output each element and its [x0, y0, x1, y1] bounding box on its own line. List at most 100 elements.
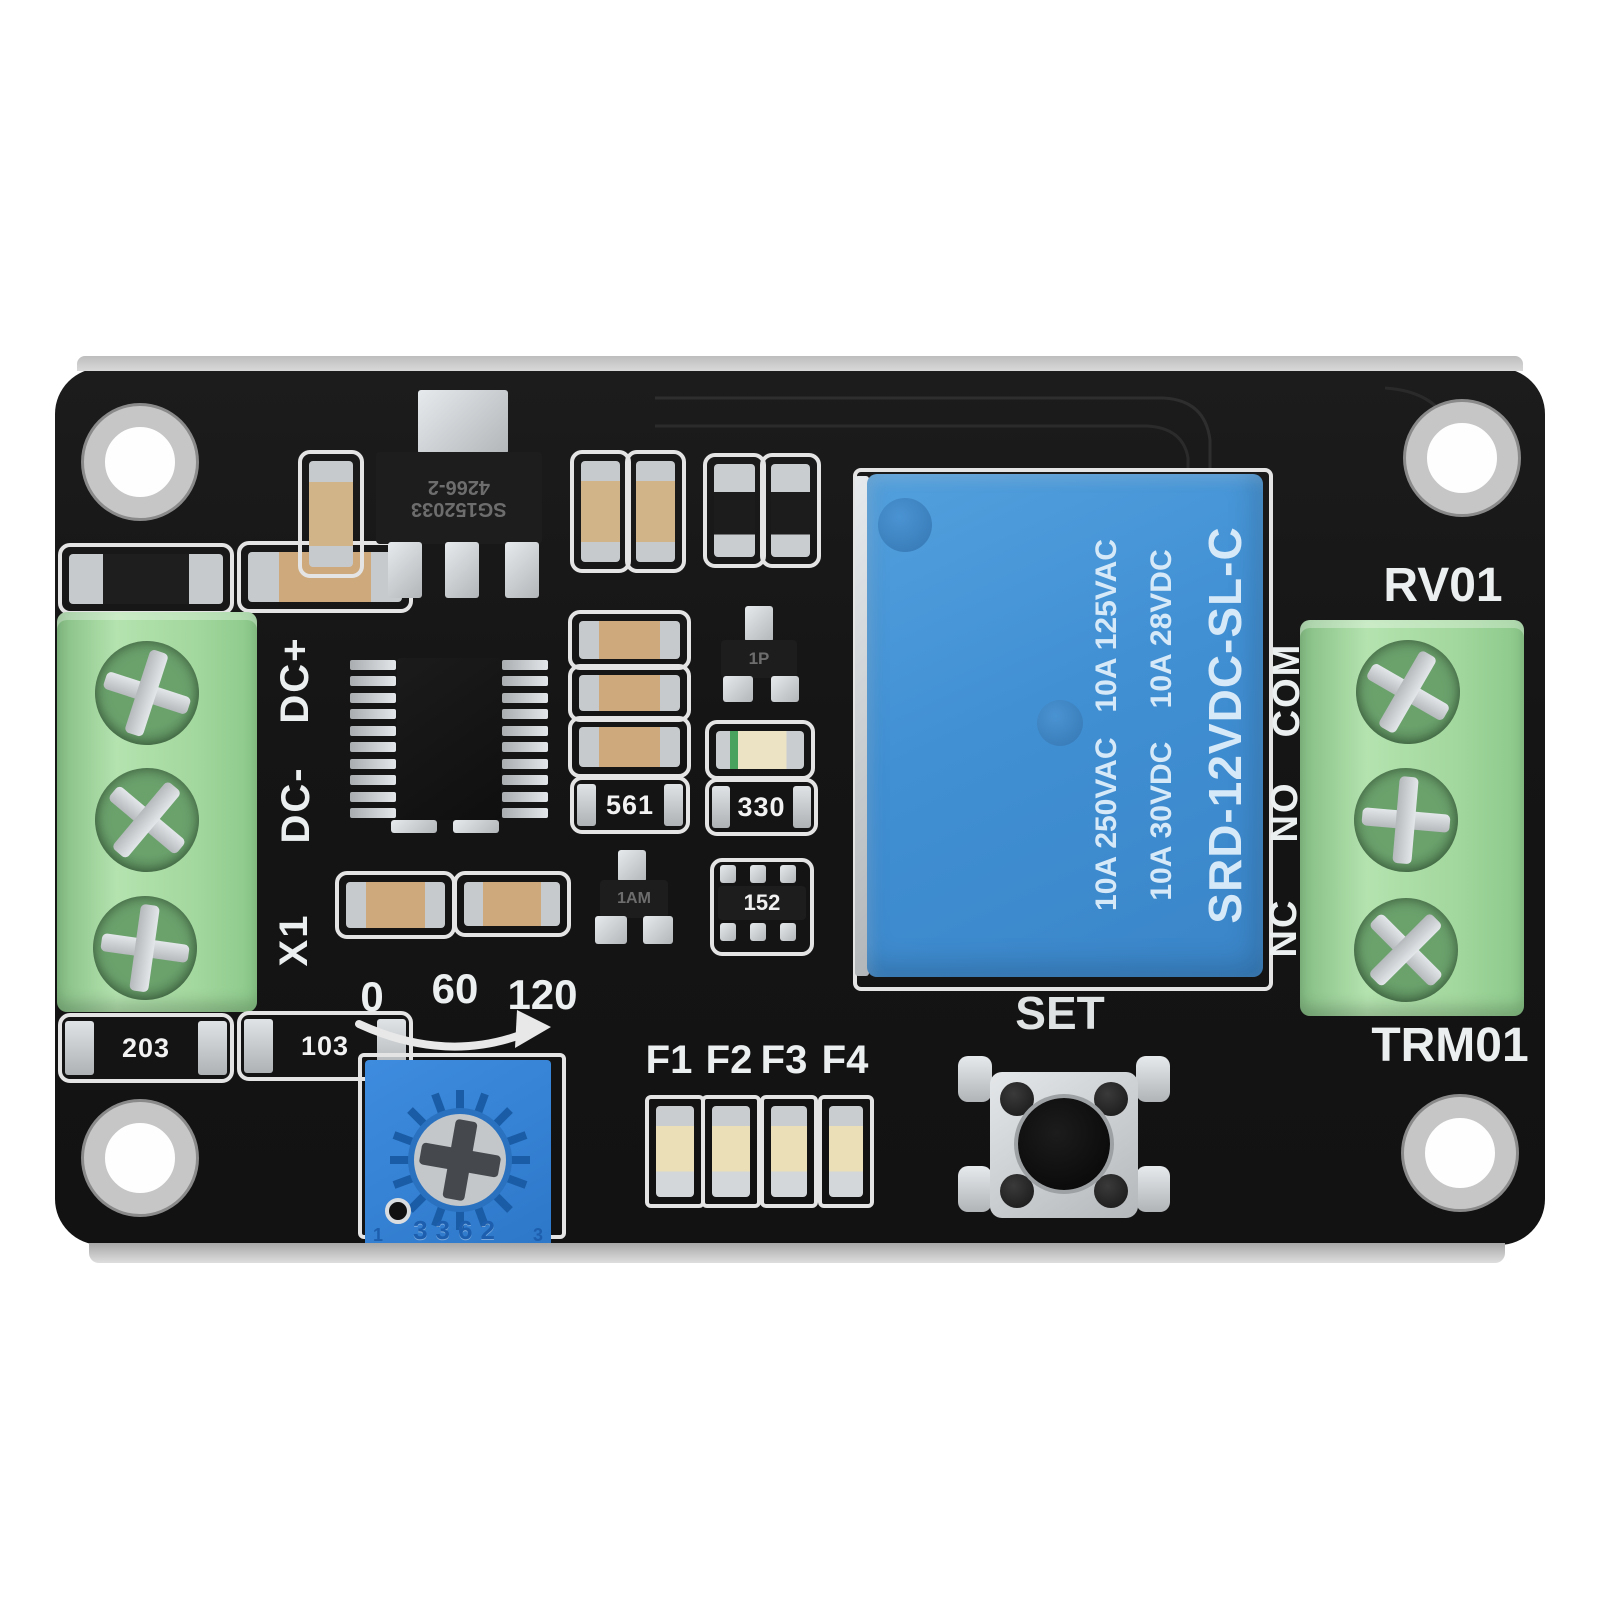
button-leg	[958, 1056, 992, 1102]
transistor-1p-marking: 1P	[748, 649, 770, 668]
set-push-button	[990, 1072, 1138, 1218]
smd-capacitor	[581, 461, 620, 562]
status-led	[716, 731, 804, 769]
relay-rating-line1: 10A 250VAC 10A 125VAC	[1090, 539, 1123, 911]
relay-rating-line2: 10A 30VDC 10A 28VDC	[1145, 549, 1178, 901]
led-label-f1: F1	[645, 1038, 693, 1082]
regulator-marking: SG152033 4266-2	[411, 476, 507, 520]
led-label-f2: F2	[705, 1038, 753, 1082]
timer-ic	[397, 658, 501, 820]
led-f1	[656, 1106, 694, 1197]
capacitor-outline	[568, 664, 691, 722]
regulator-leg	[505, 542, 539, 598]
dial-tick-0: 0	[360, 973, 384, 1020]
regulator-tab	[418, 390, 508, 454]
smd-capacitor	[579, 621, 680, 659]
trimmer-model: 3362	[413, 1215, 503, 1245]
transistor-pad	[643, 916, 673, 944]
resistor-203-marking: 203	[121, 1032, 171, 1063]
diode-outline	[703, 453, 766, 568]
dial-tick-60: 60	[431, 965, 479, 1012]
relay-solder-edge	[855, 476, 869, 976]
dial-tick-120: 120	[507, 971, 578, 1018]
transistor-pad	[618, 850, 646, 882]
designator-trm01: TRM01	[1371, 1019, 1529, 1072]
led-outline	[705, 720, 815, 780]
transistor-pad	[723, 676, 753, 702]
led-f4	[829, 1106, 863, 1197]
ic-bottom-pad	[453, 820, 499, 833]
led-f3-outline	[760, 1095, 818, 1208]
transistor-1am: 1AM	[600, 880, 668, 918]
relay-terminal-label-no: NO	[1264, 781, 1306, 843]
smd-capacitor	[579, 727, 680, 767]
led-f4-outline	[818, 1095, 874, 1208]
mounting-hole-top-left	[84, 406, 196, 518]
capacitor-outline	[568, 716, 691, 778]
mounting-hole-bottom-right	[1404, 1097, 1516, 1209]
power-terminal-label-x1: X1	[272, 913, 316, 967]
regulator-marking-line2: 4266-2	[427, 476, 491, 498]
ic-pins-right	[502, 660, 548, 818]
transistor-1am-marking: 1AM	[617, 890, 651, 907]
resistor-330: 330	[705, 778, 818, 836]
power-terminal-label-dc-minus: DC-	[274, 766, 318, 844]
led-f2	[712, 1106, 750, 1197]
led-f2-outline	[701, 1095, 761, 1208]
capacitor-outline	[570, 450, 631, 573]
diode-outline	[760, 453, 821, 568]
ic-bottom-pad	[391, 820, 437, 833]
led-label-f3: F3	[760, 1038, 808, 1082]
smd-capacitor	[346, 882, 445, 928]
transistor-1p: 1P	[721, 640, 797, 678]
trimmer-potentiometer: 3362 1 3	[365, 1060, 551, 1252]
designator-rv01: RV01	[1383, 559, 1503, 612]
trimmer-pin3-label: 3	[532, 1225, 543, 1245]
smd-capacitor	[309, 461, 353, 567]
resistor-network-marking: 152	[718, 886, 806, 920]
regulator-marking-line1: SG152033	[411, 498, 507, 520]
resistor-561-marking: 561	[605, 789, 655, 820]
led-f3	[771, 1106, 807, 1197]
trimmer-rotor	[390, 1090, 530, 1230]
button-corner-rivet	[1000, 1174, 1034, 1208]
capacitor-outline	[298, 450, 364, 578]
mounting-hole-bottom-left	[84, 1102, 196, 1214]
dial-arrow-icon	[355, 1010, 551, 1051]
button-cap	[1018, 1098, 1110, 1190]
capacitor-outline	[335, 871, 456, 939]
resistor-network-152: 152	[710, 858, 814, 956]
smd-diode	[714, 464, 755, 557]
button-corner-rivet	[1000, 1082, 1034, 1116]
resistor-330-marking: 330	[737, 791, 786, 822]
mounting-hole-top-right	[1406, 402, 1518, 514]
smd-capacitor	[636, 461, 675, 562]
relay-terminal-label-nc: NC	[1263, 898, 1305, 958]
diode-outline	[58, 543, 234, 615]
transistor-pad	[595, 916, 627, 944]
led-label-f4: F4	[821, 1038, 869, 1082]
button-corner-rivet	[1094, 1174, 1128, 1208]
pcb-board: DC+ DC- X1 203 1 0 3 SG152033 4266-2	[55, 356, 1545, 1263]
trimmer-pin1-label: 1	[373, 1225, 384, 1245]
button-leg	[1136, 1166, 1170, 1212]
ic-pins-left	[350, 660, 396, 818]
relay-dimple	[1037, 700, 1083, 746]
regulator-leg	[445, 542, 479, 598]
capacitor-outline	[625, 450, 686, 573]
capacitor-outline	[453, 871, 571, 937]
voltage-regulator: SG152033 4266-2	[376, 452, 542, 544]
power-terminal-label-dc-plus: DC+	[273, 636, 317, 724]
trimmer-pin1-dot	[385, 1198, 411, 1224]
resistor-561: 561	[570, 776, 690, 834]
transistor-pad	[745, 606, 773, 642]
transistor-pad	[771, 676, 799, 702]
button-leg	[958, 1166, 992, 1212]
capacitor-outline	[568, 610, 691, 670]
regulator-leg	[388, 542, 422, 598]
led-f1-outline	[645, 1095, 705, 1208]
smd-capacitor	[579, 675, 680, 711]
button-leg	[1136, 1056, 1170, 1102]
resistor-203: 203	[58, 1013, 234, 1083]
